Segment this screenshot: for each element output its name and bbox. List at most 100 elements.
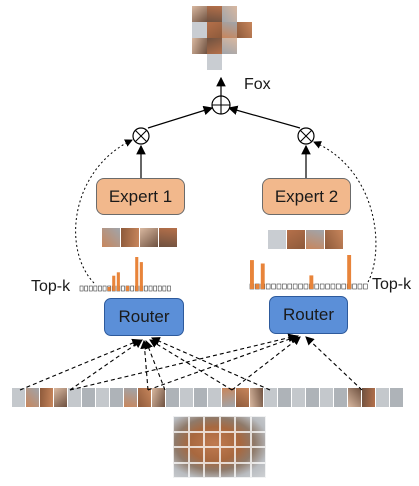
gate-slot [357,283,363,290]
selected-token [121,228,139,247]
token-patch [82,388,96,407]
output-tile [237,22,252,38]
gate-slot [79,285,84,292]
input-grid-cell [250,416,266,432]
gate-bar [107,286,111,291]
gate-bar [250,260,254,289]
token-patch [362,388,376,407]
input-grid-cell [250,447,266,463]
selected-token [325,230,343,249]
token-patch [68,388,82,407]
input-grid-cell [219,431,235,447]
dotted-gate-left [75,139,133,284]
gate-scores-right [249,255,368,290]
token-patch [138,388,152,407]
token-to-router-arrows [19,333,363,391]
expert-2-box: Expert 2 [262,178,351,215]
output-label: Fox [244,76,271,93]
gate-slot [130,285,135,292]
multiply-node-2 [297,127,315,145]
gate-slot [265,283,271,290]
input-grid-cell [250,431,266,447]
gate-slot [84,285,88,292]
input-grid-cell [188,447,204,463]
router-1-label: Router [118,307,170,326]
token-patch [390,388,404,407]
gate-slot [93,285,98,292]
gate-bar [116,272,120,291]
input-grid-cell [235,447,251,463]
token-patch [348,388,362,407]
gate-slot [271,283,276,290]
input-grid-cell [188,462,204,478]
output-tile [222,22,237,38]
input-grid-cell [204,462,220,478]
selected-token [159,228,177,247]
arrow-mult2-to-sum [227,105,301,129]
gate-slot [276,283,282,290]
gate-bar [112,275,116,291]
gate-slot [292,283,298,290]
token-patch [334,388,348,407]
input-grid-cell [204,431,220,447]
input-grid-cell [219,462,235,478]
input-grid-cell [219,447,235,463]
gate-slot [144,285,148,292]
token-patch [306,388,320,407]
output-tile [192,22,207,38]
token-patch [124,388,138,407]
input-grid-cell [235,462,251,478]
gate-bar [135,257,139,291]
token-sequence-strip [12,388,404,407]
token-patch [180,388,194,407]
router-1-box: Router [104,298,184,336]
gate-slot [341,283,346,290]
token-patch [110,388,124,407]
expert-2-label: Expert 2 [274,186,339,206]
token-patch [208,388,222,407]
gate-slot [88,285,93,292]
token-patch [96,388,110,407]
dotted-gate-right [313,141,377,283]
input-grid-cell [188,416,204,432]
selected-token [102,228,120,247]
gate-slot [287,283,292,290]
input-grid-cell [173,416,189,432]
router-2-label: Router [282,305,335,324]
gate-slot [336,283,341,290]
input-fox-image [173,416,266,478]
expert-1-selected-tokens [102,228,178,247]
topk-right-label: Top-k [372,276,412,293]
gate-slot [157,285,162,292]
token-patch [40,388,54,407]
selected-token [140,228,158,247]
token-patch [26,388,40,407]
gate-slot [319,283,325,290]
output-tile [207,38,222,54]
input-grid-cell [219,416,235,432]
input-grid-cell [173,462,189,478]
output-tile [222,38,237,54]
token-patch [54,388,68,407]
gate-bar [255,283,260,289]
input-grid-cell [204,416,220,432]
gate-slot [121,285,125,292]
gate-slot [148,285,153,292]
gate-slot [303,283,309,290]
expert-2-selected-tokens [268,230,344,249]
gate-slot [167,285,171,292]
gate-slot [282,283,287,290]
gate-bar [139,262,143,291]
gate-bar [260,263,265,289]
gate-bar [347,255,352,289]
token-patch [292,388,306,407]
gate-slot [330,283,336,290]
sum-node [211,95,231,115]
input-grid-cell [188,431,204,447]
gate-slot [325,283,330,290]
output-tile [222,6,237,22]
input-grid-cell [173,447,189,463]
token-patch [222,388,236,407]
gate-slot [314,283,319,290]
